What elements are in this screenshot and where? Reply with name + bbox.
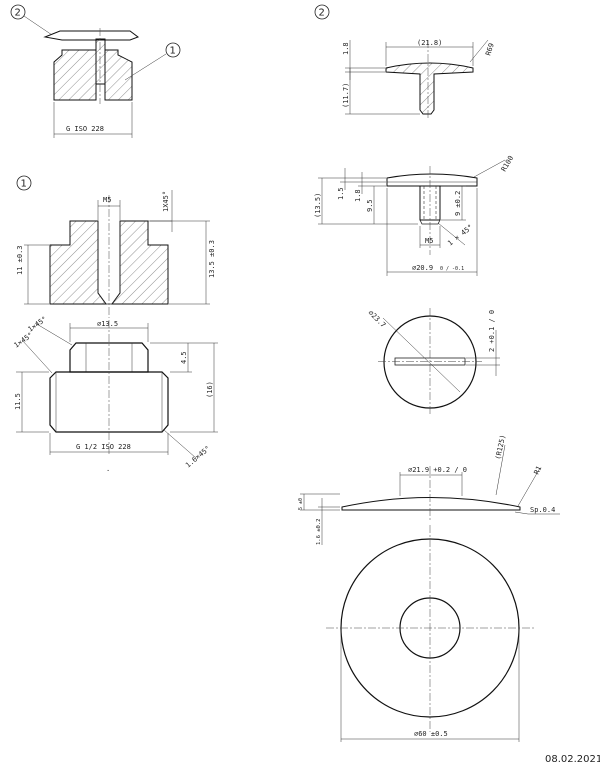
disc-profile: [341, 497, 521, 511]
part2-mid-tol: 9 ±0.2: [454, 191, 462, 216]
part1-chamfer2-label: 1×45°: [13, 331, 35, 350]
part2-mid-cap: [386, 173, 478, 187]
part1-chamfer1-label: 1×45°: [27, 315, 49, 334]
assembly-body-right: [104, 49, 133, 101]
part1-m5-label: M5: [103, 196, 111, 204]
part2-mid-d2: 1.8: [354, 189, 362, 202]
disc-outer-dia: ⌀60 ±0.5: [414, 730, 448, 738]
part2-top-thk: 1.8: [342, 42, 350, 55]
part2-mid-m5: M5: [425, 237, 433, 245]
drawing-date: 08.02.2021: [545, 754, 600, 765]
svg-text:.: .: [106, 465, 110, 473]
disc-h1: 5 ±0: [298, 498, 304, 510]
part1-external-view: ⌀13.5 1×45° 1×45° 4.5 (16) 11.5 G 1/2 IS…: [13, 315, 218, 473]
callout-2-label: 2: [15, 8, 21, 19]
part1-dia-label: ⌀13.5: [97, 320, 118, 328]
part1-height-left: 11 ±0.3: [16, 245, 24, 275]
callout-1-circle: [165, 42, 181, 58]
part2-mid-d3: 9.5: [366, 199, 374, 212]
part2-top-radius: R69: [484, 42, 496, 57]
assembly-thread-label: G ISO 228: [66, 125, 104, 133]
part1-total-height: (16): [206, 381, 214, 398]
callout-1b-label: 1: [21, 179, 27, 190]
part2-top-height: (11.7): [342, 83, 350, 108]
assembly-cap-stem: [95, 38, 106, 85]
disc-h2: 1.6 ±0.2: [316, 519, 322, 546]
disc-thickness: Sp.0.4: [530, 506, 555, 514]
disc-plan-view: ⌀60 ±0.5: [326, 525, 534, 742]
part2-mid-dia-tol: 0 / -0.1: [440, 266, 464, 272]
part2-mid-section: R100 (13.5) 1.5 1.8 9.5 9 ±0.2 M5 1 × 45…: [314, 154, 515, 276]
callout-2b-label: 2: [319, 8, 325, 19]
callout-2-circle: [10, 4, 26, 20]
part1-height-right: 13.5 ±0.3: [208, 240, 216, 278]
part1-thread-label: G 1/2 ISO 228: [76, 443, 131, 451]
callout-1-label: 1: [170, 46, 176, 57]
part2-mid-radius: R100: [500, 154, 515, 173]
part2-top-section: 2 (21.8) R69 1.8 (11.7): [314, 4, 496, 120]
callout-2b-circle: [314, 4, 330, 20]
part2-top-body: [385, 62, 474, 115]
part2-slot-view: ⌀23.7 2 +0.1 / 0: [367, 308, 500, 416]
assembly-body-left: [53, 49, 97, 101]
callout-1b-circle: [16, 175, 32, 191]
part2-mid-d1: 1.5: [337, 187, 345, 200]
part2-mid-dia: ⌀20.9: [412, 264, 433, 272]
part1-section-view: 1 M5 1X45° 11 ±0.3 13.5 ±0.3: [16, 175, 216, 318]
disc-radius-small: R1: [533, 465, 544, 476]
part2-slot-width: 2 +0.1 / 0: [488, 310, 496, 352]
part2-top-dia: (21.8): [417, 39, 442, 47]
part1-chamfer-label: 1X45°: [162, 191, 170, 212]
part1-body: [49, 371, 169, 433]
part1-body-height: 11.5: [14, 393, 22, 410]
part2-mid-chamfer: 1 × 45°: [446, 223, 474, 247]
part1-hex-height: 4.5: [180, 351, 188, 364]
part1-chamfer3-label: 1.6×45°: [184, 444, 212, 469]
disc-inner-dia: ⌀21.9 +0.2 / 0: [408, 466, 467, 474]
disc-radius-large: (R125): [494, 434, 507, 460]
part2-mid-total: (13.5): [314, 193, 322, 218]
disc-section: ⌀21.9 +0.2 / 0 (R125) R1 5 ±0 1.6 ±0.2 S…: [298, 434, 560, 545]
assembly-view: 2 1 G ISO 228: [10, 4, 181, 138]
